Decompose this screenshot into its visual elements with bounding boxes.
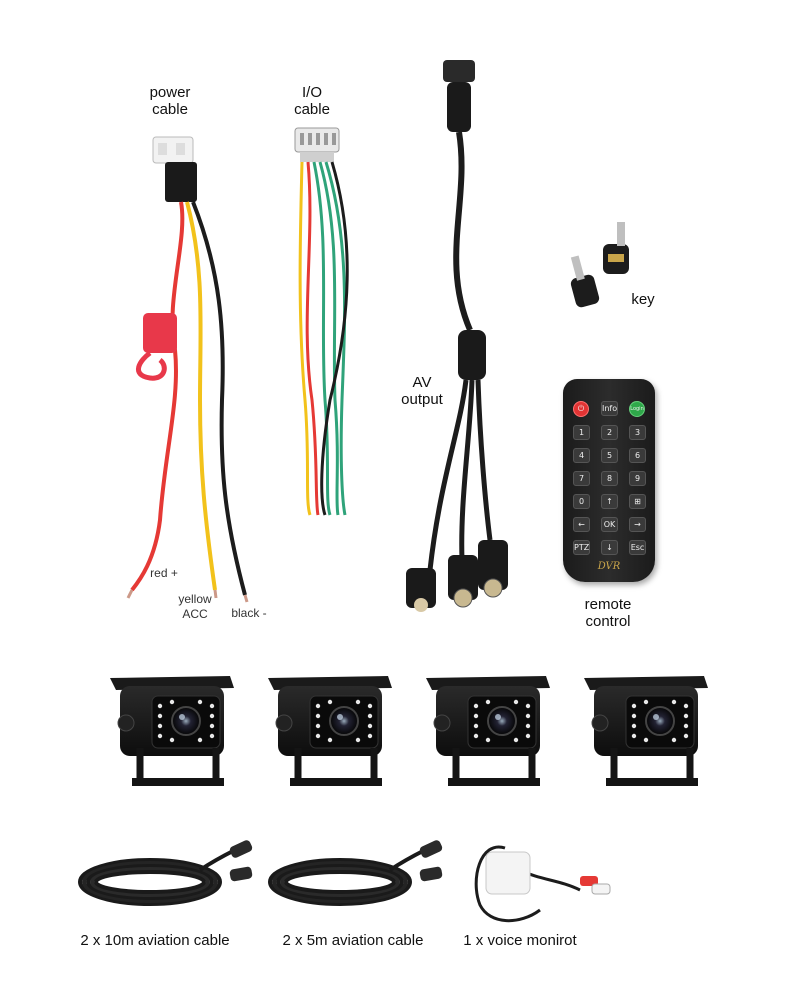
remote-button: OK (601, 517, 618, 532)
caption-voice-monitor: 1 x voice monirot (463, 932, 577, 949)
camera-4 (584, 676, 708, 786)
label-io-cable: I/O cable (294, 84, 330, 118)
remote-button: ↑ (601, 494, 618, 509)
remote-button: 7 (573, 471, 590, 486)
remote-button: 4 (573, 448, 590, 463)
remote-button: 8 (601, 471, 618, 486)
io-cable (294, 127, 349, 516)
remote-button: Login (629, 401, 645, 417)
remote-button: 3 (629, 425, 646, 440)
remote-button: ↓ (601, 540, 618, 555)
label-yellow-wire: yellow ACC (178, 592, 212, 621)
camera-2 (268, 676, 392, 786)
camera-3 (426, 676, 550, 786)
remote-button: Info (601, 401, 618, 416)
remote-button: ← (573, 517, 590, 532)
caption-aviation-10m: 2 x 10m aviation cable (80, 932, 230, 949)
remote-button: 6 (629, 448, 646, 463)
remote-button: ⏻ (573, 401, 589, 417)
av-output-cable (406, 60, 508, 612)
remote-button: 5 (601, 448, 618, 463)
aviation-cable-10m (78, 840, 253, 906)
remote-button: 9 (629, 471, 646, 486)
remote-button: PTZ (573, 540, 590, 555)
remote-button: → (629, 517, 646, 532)
label-av-output: AV output (401, 374, 443, 408)
caption-aviation-5m: 2 x 5m aviation cable (282, 932, 424, 949)
camera-1 (110, 676, 234, 786)
label-red-wire: red + (150, 566, 178, 580)
remote-brand-label: DVR (597, 561, 621, 572)
remote-button: ⊞ (629, 494, 646, 509)
label-remote-control: remote control (584, 596, 632, 630)
remote-button: 1 (573, 425, 590, 440)
power-cable (126, 136, 249, 603)
label-black-wire: black - (231, 606, 267, 620)
aviation-cable-5m (268, 840, 443, 906)
label-power-cable: power cable (149, 84, 191, 118)
keys (570, 222, 629, 308)
label-key: key (631, 291, 655, 308)
remote-button: 0 (573, 494, 590, 509)
remote-button: 2 (601, 425, 618, 440)
remote-button: Esc (629, 540, 646, 555)
voice-monitor (474, 845, 611, 923)
